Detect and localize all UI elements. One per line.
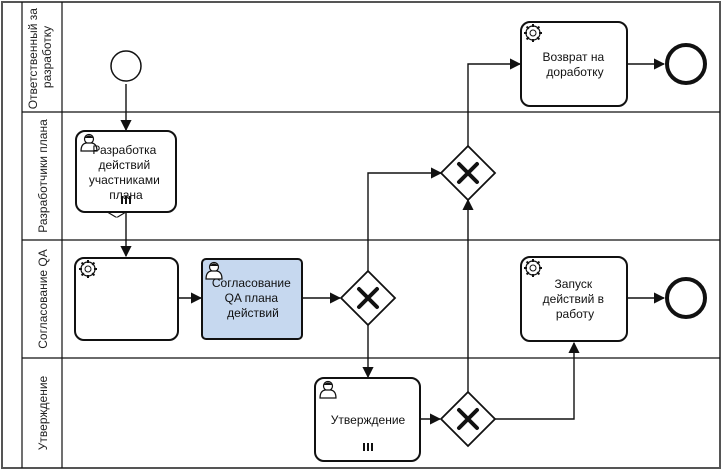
svg-text:Согласование QA плана: Согласование QA плана действий	[212, 276, 294, 320]
task-develop-label-line2: действий	[99, 158, 151, 172]
task-return[interactable]: Возврат на доработку	[520, 21, 628, 107]
lane-approval[interactable]: Утверждение	[36, 375, 50, 450]
user-icon	[319, 380, 337, 399]
task-approve[interactable]: Утверждение	[314, 377, 421, 462]
gear-icon	[524, 259, 542, 277]
lane-approval-label: Утверждение	[36, 375, 50, 450]
exclusive-x-icon	[457, 408, 479, 430]
task-qa-service[interactable]	[74, 257, 179, 341]
lane-qa[interactable]: Согласование QA	[36, 249, 50, 349]
start-event[interactable]	[110, 50, 142, 82]
task-qa-approve-label-line1: Согласование	[212, 276, 291, 290]
task-launch-label-line2: действий в	[543, 292, 604, 306]
svg-text:Разработка действий: Разработка действий участниками плана	[89, 143, 163, 202]
task-launch[interactable]: Запуск действий в работу	[520, 256, 628, 342]
task-return-label-line1: Возврат на	[543, 50, 605, 64]
task-develop-label-line1: Разработка	[92, 143, 156, 157]
lane-plan-developers[interactable]: Разработчики плана	[36, 119, 50, 233]
user-icon	[80, 133, 98, 152]
lane-qa-label: Согласование QA	[36, 249, 50, 349]
gateway-plan[interactable]	[439, 144, 497, 202]
lane-plan-developers-label: Разработчики плана	[36, 119, 50, 233]
gateway-approve[interactable]	[439, 390, 497, 448]
lane-responsible-label-line1: Ответственный за	[26, 8, 40, 110]
flow-gateway-plan-to-return[interactable]	[467, 58, 522, 146]
svg-text:Возврат на доработку: Возврат на доработку	[543, 50, 608, 79]
end-event-return[interactable]	[665, 43, 707, 85]
task-develop[interactable]: Разработка действий участниками плана	[75, 130, 177, 213]
parallel-multi-instance-icon	[121, 196, 131, 204]
user-icon	[205, 261, 223, 280]
task-return-label-line2: доработку	[546, 65, 603, 79]
gateway-qa[interactable]	[339, 269, 397, 327]
exclusive-x-icon	[457, 162, 479, 184]
lane-responsible-label-line2: разработку	[40, 26, 54, 88]
task-launch-label-line1: Запуск	[555, 277, 593, 291]
lane-responsible[interactable]: Ответственный за разработку	[26, 5, 54, 110]
task-develop-label-line3: участниками	[89, 173, 160, 187]
svg-text:Ответственный за разрабо: Ответственный за разработку	[26, 5, 54, 110]
task-qa-approve-label-line2: QA плана	[225, 291, 279, 305]
task-approve-label: Утверждение	[331, 413, 406, 427]
task-develop-label-line4: плана	[109, 188, 143, 202]
end-event-launch[interactable]	[665, 277, 707, 319]
exclusive-x-icon	[357, 287, 379, 309]
gear-icon	[79, 260, 97, 278]
task-qa-approve[interactable]: Согласование QA плана действий	[201, 258, 303, 340]
gear-icon	[524, 24, 542, 42]
task-launch-label-line3: работу	[556, 307, 594, 321]
parallel-multi-instance-icon	[363, 443, 373, 451]
flow-gateway-qa-to-gateway-plan[interactable]	[367, 167, 443, 271]
task-qa-approve-label-line3: действий	[227, 306, 279, 320]
svg-text:Запуск действий в: Запуск действий в работу	[543, 277, 608, 321]
sequence-flows	[126, 58, 666, 425]
flow-gateway-approve-to-launch[interactable]	[495, 341, 580, 420]
